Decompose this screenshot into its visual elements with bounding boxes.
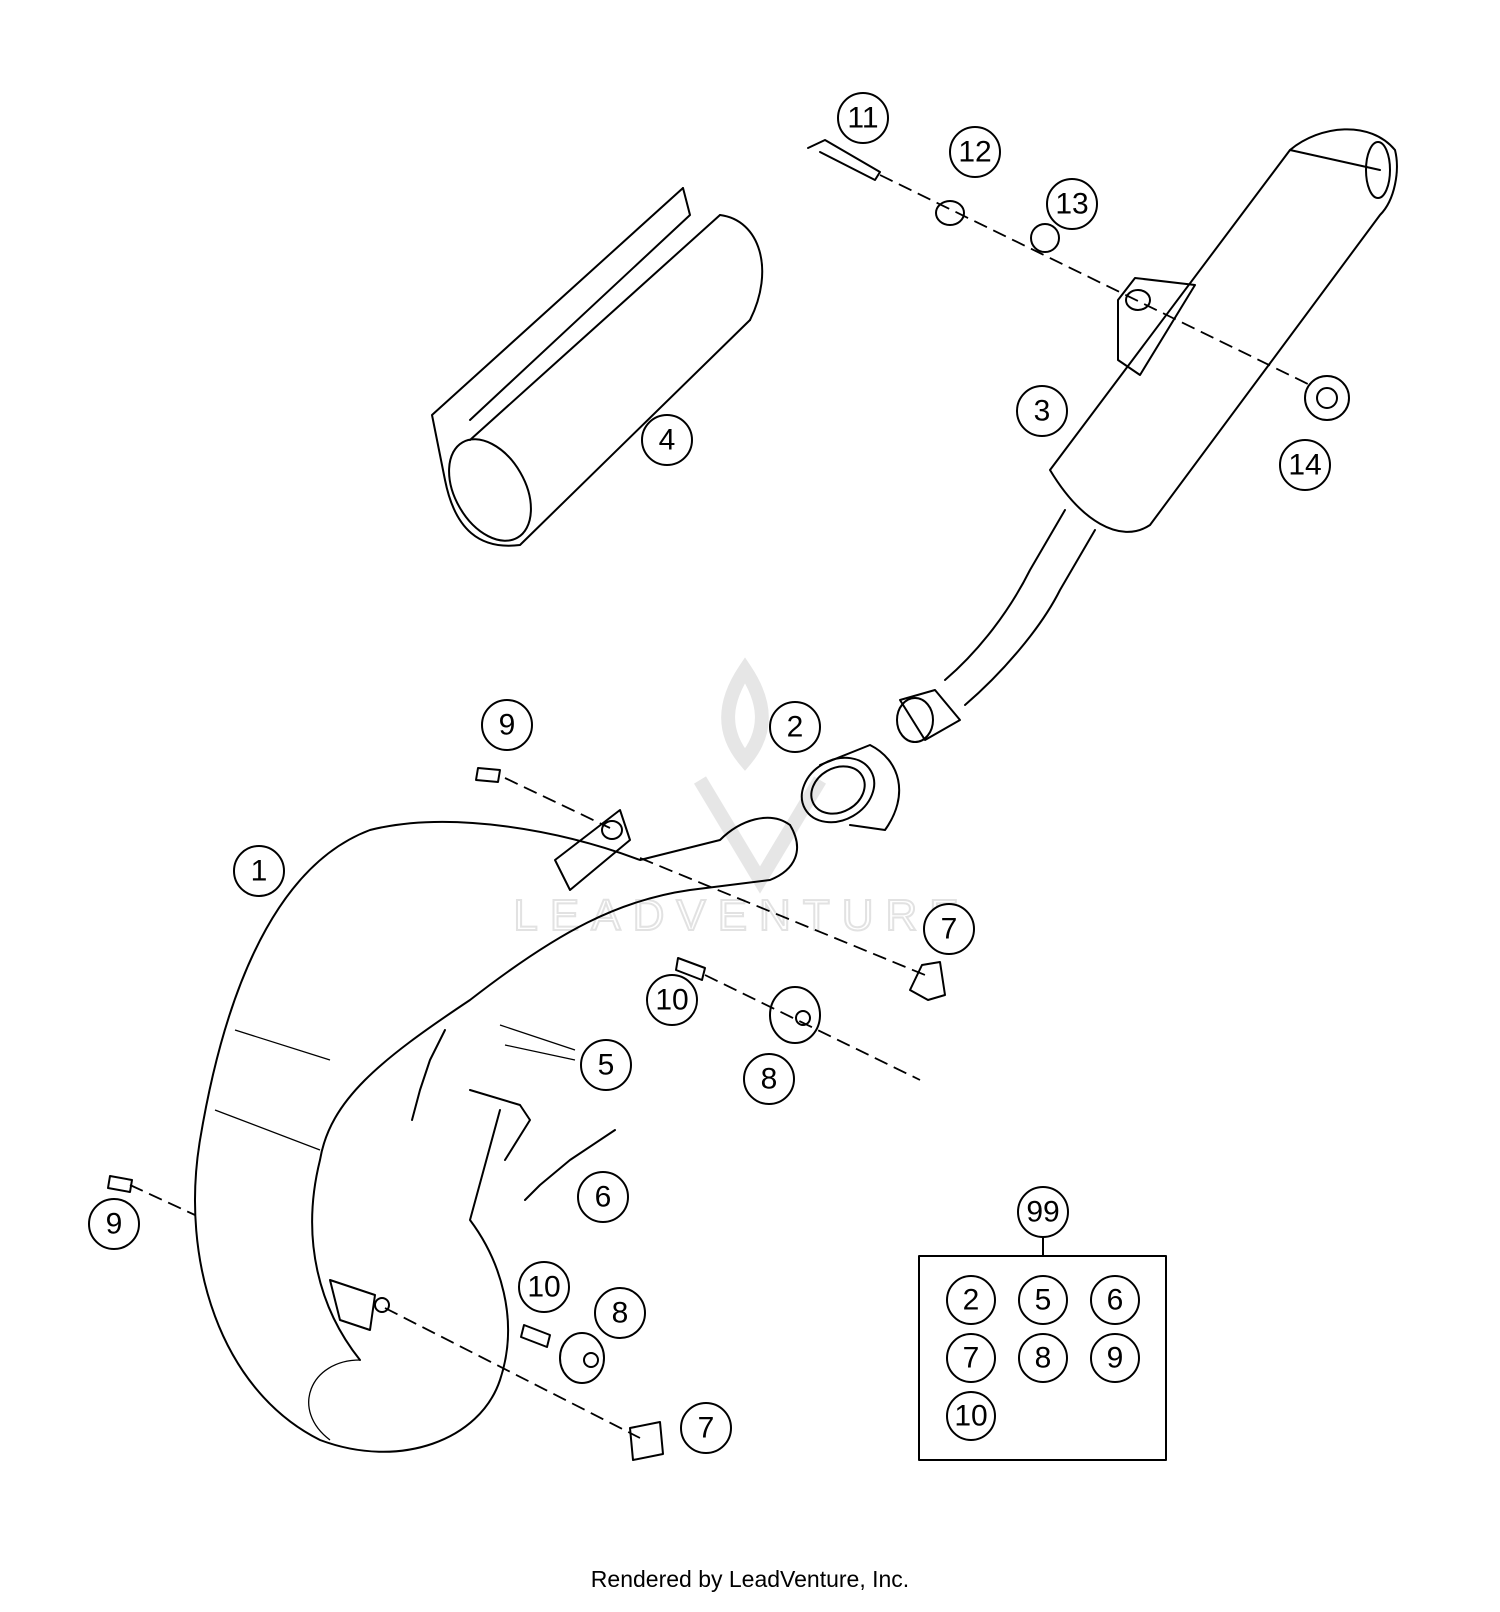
clip-part-7-lower xyxy=(629,1421,664,1461)
callout-8-upper: 8 xyxy=(743,1053,795,1105)
svg-text:1: 1 xyxy=(251,855,268,888)
svg-text:6: 6 xyxy=(595,1181,612,1214)
svg-text:5: 5 xyxy=(1035,1284,1052,1317)
svg-text:6: 6 xyxy=(1107,1284,1124,1317)
grommet-part-14 xyxy=(1304,375,1350,421)
sleeve-part xyxy=(800,744,901,831)
damper-part-8-lower xyxy=(559,1332,605,1384)
assembly-lines xyxy=(129,174,1311,1439)
silencer-part xyxy=(896,128,1398,743)
callout-8-lower: 8 xyxy=(594,1287,646,1339)
svg-text:14: 14 xyxy=(1288,449,1321,482)
kit-item-7: 7 xyxy=(946,1333,996,1383)
callout-10-lower: 10 xyxy=(518,1261,570,1313)
watermark-text: LEADVENTURE xyxy=(513,891,970,940)
callout-14: 14 xyxy=(1279,439,1331,491)
svg-text:8: 8 xyxy=(1035,1342,1052,1375)
svg-text:7: 7 xyxy=(698,1412,715,1445)
kit-item-2: 2 xyxy=(946,1275,996,1325)
callout-13: 13 xyxy=(1046,178,1098,230)
svg-text:8: 8 xyxy=(612,1297,629,1330)
svg-text:9: 9 xyxy=(106,1208,123,1241)
svg-text:11: 11 xyxy=(847,102,878,135)
spring-part-6 xyxy=(524,1129,616,1201)
callout-6: 6 xyxy=(577,1171,629,1223)
svg-text:3: 3 xyxy=(1034,395,1051,428)
footer-credit: Rendered by LeadVenture, Inc. xyxy=(590,1566,910,1592)
callout-1: 1 xyxy=(233,845,285,897)
svg-text:2: 2 xyxy=(963,1284,980,1317)
svg-text:99: 99 xyxy=(1026,1196,1059,1229)
callout-12: 12 xyxy=(949,126,1001,178)
kit-item-5: 5 xyxy=(1018,1275,1068,1325)
kit-99-box: 2 5 6 7 8 9 10 xyxy=(918,1255,1167,1461)
callout-10-upper: 10 xyxy=(646,974,698,1026)
washer-part-12 xyxy=(935,200,965,226)
kit-item-10: 10 xyxy=(946,1391,996,1441)
bolt-part-11 xyxy=(807,139,881,181)
svg-text:10: 10 xyxy=(655,984,688,1017)
heat-shield-part xyxy=(431,187,764,547)
svg-text:10: 10 xyxy=(954,1400,987,1433)
svg-text:7: 7 xyxy=(941,913,958,946)
svg-text:5: 5 xyxy=(598,1049,615,1082)
grommet-part-13 xyxy=(1030,223,1060,253)
svg-text:8: 8 xyxy=(761,1063,778,1096)
callout-9-upper: 9 xyxy=(481,699,533,751)
callout-4: 4 xyxy=(641,414,693,466)
damper-part-8-upper xyxy=(769,986,821,1044)
svg-text:4: 4 xyxy=(659,424,676,457)
callout-7-upper: 7 xyxy=(923,903,975,955)
kit-item-6: 6 xyxy=(1090,1275,1140,1325)
kit-item-9: 9 xyxy=(1090,1333,1140,1383)
svg-text:13: 13 xyxy=(1055,188,1088,221)
spring-part-5 xyxy=(411,1024,576,1121)
callout-7-lower: 7 xyxy=(680,1402,732,1454)
svg-text:7: 7 xyxy=(963,1342,980,1375)
kit-99-callout: 99 xyxy=(1017,1186,1069,1257)
expansion-chamber-part xyxy=(194,809,799,1453)
callout-2: 2 xyxy=(769,701,821,753)
bolt-part-9-upper xyxy=(475,767,501,783)
bolt-part-10-lower xyxy=(520,1324,551,1348)
svg-text:10: 10 xyxy=(527,1271,560,1304)
clip-part-7-upper xyxy=(909,961,946,1001)
callout-3: 3 xyxy=(1016,385,1068,437)
bolt-part-10-upper xyxy=(675,957,706,981)
callout-11: 11 xyxy=(837,92,889,144)
kit-item-8: 8 xyxy=(1018,1333,1068,1383)
bolt-part-9-lower xyxy=(107,1175,133,1193)
svg-text:12: 12 xyxy=(958,136,991,169)
leadventure-watermark: LEADVENTURE xyxy=(512,657,970,941)
svg-text:9: 9 xyxy=(1107,1342,1124,1375)
callout-5: 5 xyxy=(580,1039,632,1091)
svg-text:9: 9 xyxy=(499,709,516,742)
svg-text:2: 2 xyxy=(787,711,804,744)
callout-9-lower: 9 xyxy=(88,1198,140,1250)
